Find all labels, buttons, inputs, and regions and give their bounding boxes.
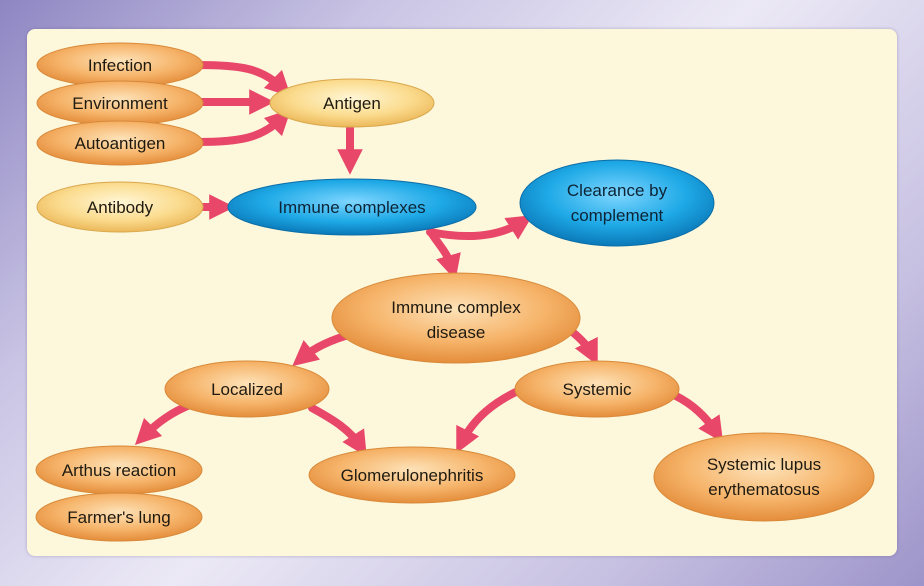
node-antibody: Antibody <box>36 181 204 233</box>
svg-text:Autoantigen: Autoantigen <box>75 134 166 153</box>
svg-text:Systemic lupus: Systemic lupus <box>707 455 821 474</box>
node-immune-complex-disease: Immune complex disease <box>331 272 581 364</box>
node-localized: Localized <box>164 360 330 418</box>
svg-text:Antigen: Antigen <box>323 94 381 113</box>
node-clearance-by-complement: Clearance by complement <box>519 159 715 247</box>
node-infection: Infection <box>36 42 204 88</box>
svg-text:erythematosus: erythematosus <box>708 480 820 499</box>
node-immune-complexes: Immune complexes <box>227 178 477 236</box>
arrow-systemic-sle <box>672 392 724 443</box>
svg-text:Environment: Environment <box>72 94 168 113</box>
arrow-localized-arthus <box>134 400 196 446</box>
node-systemic: Systemic <box>514 360 680 418</box>
node-antigen: Antigen <box>269 78 435 128</box>
node-autoantigen: Autoantigen <box>36 120 204 166</box>
svg-text:Infection: Infection <box>88 56 152 75</box>
svg-text:Glomerulonephritis: Glomerulonephritis <box>341 466 484 485</box>
svg-text:Farmer's lung: Farmer's lung <box>67 508 170 527</box>
arrow-complexes-disease <box>428 230 461 281</box>
svg-text:complement: complement <box>571 206 664 225</box>
svg-text:Immune complexes: Immune complexes <box>278 198 425 217</box>
node-farmers-lung: Farmer's lung <box>35 492 203 542</box>
arrow-localized-glomerulonephritis <box>308 404 367 457</box>
svg-text:Localized: Localized <box>211 380 283 399</box>
svg-text:Immune complex: Immune complex <box>391 298 521 317</box>
svg-text:Clearance by: Clearance by <box>567 181 668 200</box>
arrow-disease-systemic <box>566 326 598 366</box>
arrow-infection-antigen <box>194 61 292 98</box>
node-systemic-lupus-erythematosus: Systemic lupus erythematosus <box>653 432 875 522</box>
svg-text:Arthus reaction: Arthus reaction <box>62 461 176 480</box>
svg-text:disease: disease <box>427 323 486 342</box>
arrow-complexes-clearance <box>426 215 533 241</box>
svg-text:Systemic: Systemic <box>563 380 632 399</box>
svg-text:Antibody: Antibody <box>87 198 154 217</box>
arrow-autoantigen-antigen <box>194 108 292 146</box>
node-glomerulonephritis: Glomerulonephritis <box>308 446 516 504</box>
node-environment: Environment <box>36 80 204 126</box>
arrow-systemic-glomerulonephritis <box>456 386 524 454</box>
node-arthus-reaction: Arthus reaction <box>35 445 203 495</box>
